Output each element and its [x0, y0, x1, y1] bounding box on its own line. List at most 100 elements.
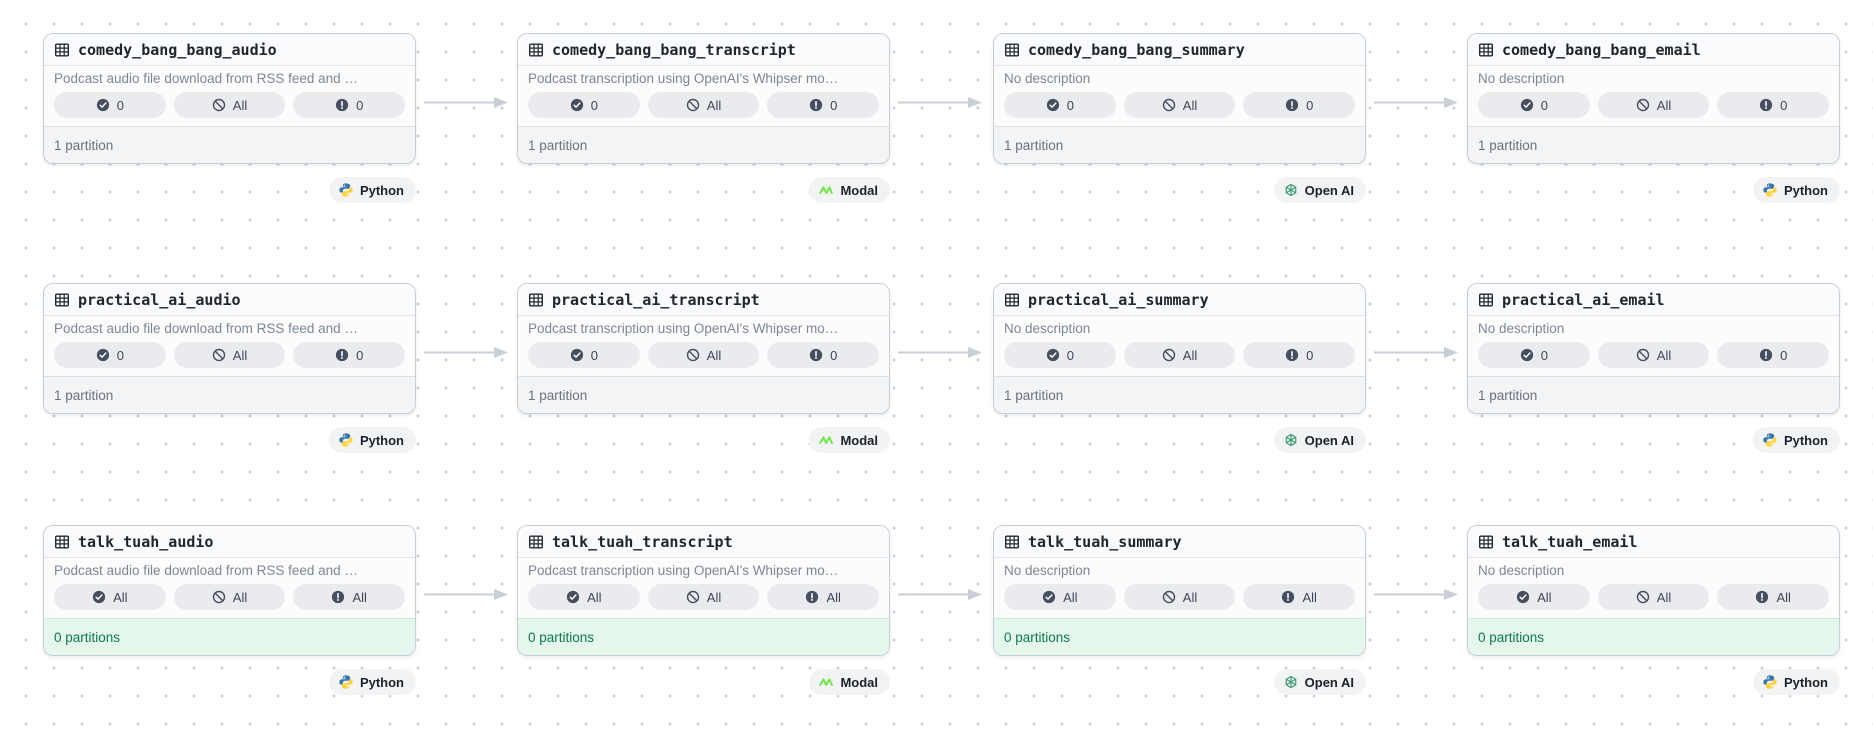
asset-description: No description: [1478, 71, 1565, 86]
asset-description: Podcast audio file download from RSS fee…: [54, 563, 358, 578]
missing-count-pill[interactable]: All: [1123, 584, 1236, 610]
materialized-count-pill[interactable]: All: [54, 584, 166, 610]
python-icon: [339, 183, 353, 197]
check-circle-icon: [1045, 348, 1060, 362]
asset-card[interactable]: talk_tuah_email No description All All A…: [1467, 525, 1840, 656]
asset-card[interactable]: comedy_bang_bang_transcript Podcast tran…: [517, 33, 890, 164]
asset-description: Podcast transcription using OpenAI's Whi…: [528, 71, 839, 86]
asset-card[interactable]: comedy_bang_bang_summary No description …: [993, 33, 1366, 164]
asset-title: practical_ai_transcript: [552, 290, 760, 309]
missing-count-pill[interactable]: All: [173, 584, 286, 610]
check-circle-icon: [92, 590, 106, 604]
kind-tag-python[interactable]: Python: [1752, 427, 1840, 453]
kind-tag-python[interactable]: Python: [328, 177, 416, 203]
pill-value: 0: [1306, 97, 1314, 113]
asset-card[interactable]: practical_ai_email No description 0 All …: [1467, 283, 1840, 414]
table-icon: [1004, 534, 1020, 550]
kind-tag-python[interactable]: Python: [328, 427, 416, 453]
materialized-count-pill[interactable]: All: [1478, 584, 1590, 610]
failed-count-pill[interactable]: All: [1717, 584, 1830, 610]
slash-circle-icon: [686, 98, 699, 112]
asset-card[interactable]: comedy_bang_bang_audio Podcast audio fil…: [43, 33, 416, 164]
materialized-count-pill[interactable]: 0: [1004, 342, 1116, 368]
failed-count-pill[interactable]: 0: [767, 92, 880, 118]
missing-count-pill[interactable]: All: [647, 342, 760, 368]
materialized-count-pill[interactable]: 0: [1478, 342, 1590, 368]
asset-card[interactable]: talk_tuah_summary No description All All…: [993, 525, 1366, 656]
asset-card[interactable]: practical_ai_summary No description 0 Al…: [993, 283, 1366, 414]
kind-tag-openai[interactable]: Open AI: [1273, 669, 1366, 695]
asset-card[interactable]: practical_ai_audio Podcast audio file do…: [43, 283, 416, 414]
kind-tag-python[interactable]: Python: [1752, 177, 1840, 203]
pill-value: 0: [1066, 347, 1074, 363]
failed-count-pill[interactable]: 0: [1717, 92, 1830, 118]
materialized-count-pill[interactable]: 0: [54, 342, 166, 368]
check-circle-icon: [569, 348, 584, 362]
missing-count-pill[interactable]: All: [173, 92, 286, 118]
python-icon: [1763, 675, 1777, 689]
partition-footer: 1 partition: [44, 126, 415, 163]
pill-value: All: [826, 589, 841, 605]
check-circle-icon: [95, 348, 110, 362]
kind-tag-python[interactable]: Python: [328, 669, 416, 695]
failed-count-pill[interactable]: All: [293, 584, 406, 610]
missing-count-pill[interactable]: All: [1597, 92, 1710, 118]
check-circle-icon: [1516, 590, 1530, 604]
edge-arrow: [898, 96, 983, 109]
kind-tag-openai[interactable]: Open AI: [1273, 427, 1366, 453]
kind-tag-python[interactable]: Python: [1752, 669, 1840, 695]
failed-count-pill[interactable]: 0: [1243, 342, 1356, 368]
materialized-count-pill[interactable]: All: [1004, 584, 1116, 610]
asset-node: comedy_bang_bang_email No description 0 …: [1467, 33, 1840, 203]
asset-title: comedy_bang_bang_transcript: [552, 40, 796, 59]
partition-footer: 0 partitions: [1468, 618, 1839, 655]
asset-description: No description: [1004, 71, 1091, 86]
missing-count-pill[interactable]: All: [1123, 342, 1236, 368]
pill-value: All: [1656, 589, 1672, 605]
missing-count-pill[interactable]: All: [1597, 584, 1710, 610]
materialized-count-pill[interactable]: 0: [1004, 92, 1116, 118]
materialized-count-pill[interactable]: 0: [54, 92, 166, 118]
failed-count-pill[interactable]: 0: [1717, 342, 1830, 368]
failed-count-pill[interactable]: 0: [1243, 92, 1356, 118]
pill-value: 0: [590, 347, 598, 363]
asset-node: practical_ai_summary No description 0 Al…: [993, 283, 1366, 453]
kind-tag-modal[interactable]: Modal: [809, 427, 890, 453]
materialized-count-pill[interactable]: 0: [528, 342, 640, 368]
missing-count-pill[interactable]: All: [173, 342, 286, 368]
asset-card[interactable]: comedy_bang_bang_email No description 0 …: [1467, 33, 1840, 164]
asset-card[interactable]: talk_tuah_audio Podcast audio file downl…: [43, 525, 416, 656]
missing-count-pill[interactable]: All: [1123, 92, 1236, 118]
failed-count-pill[interactable]: 0: [767, 342, 880, 368]
asset-header: practical_ai_audio: [44, 284, 415, 316]
alert-circle-icon: [1759, 98, 1773, 112]
asset-card[interactable]: practical_ai_transcript Podcast transcri…: [517, 283, 890, 414]
openai-icon: [1285, 433, 1296, 447]
missing-count-pill[interactable]: All: [1597, 342, 1710, 368]
kind-tag-modal[interactable]: Modal: [809, 669, 890, 695]
kind-tag-label: Python: [1783, 432, 1828, 448]
alert-circle-icon: [1755, 590, 1770, 604]
pill-value: All: [113, 589, 128, 605]
slash-circle-icon: [1636, 590, 1649, 604]
missing-count-pill[interactable]: All: [647, 584, 760, 610]
pill-value: All: [1656, 347, 1672, 363]
failed-count-pill[interactable]: 0: [293, 342, 406, 368]
failed-count-pill[interactable]: 0: [293, 92, 406, 118]
slash-circle-icon: [1162, 348, 1175, 362]
kind-tag-openai[interactable]: Open AI: [1273, 177, 1366, 203]
check-circle-icon: [1042, 590, 1056, 604]
asset-card[interactable]: talk_tuah_transcript Podcast transcripti…: [517, 525, 890, 656]
materialized-count-pill[interactable]: 0: [528, 92, 640, 118]
materialized-count-pill[interactable]: 0: [1478, 92, 1590, 118]
kind-tag-modal[interactable]: Modal: [809, 177, 890, 203]
missing-count-pill[interactable]: All: [647, 92, 760, 118]
pill-value: All: [232, 589, 248, 605]
materialized-count-pill[interactable]: All: [528, 584, 640, 610]
asset-node: comedy_bang_bang_summary No description …: [993, 33, 1366, 203]
failed-count-pill[interactable]: All: [767, 584, 880, 610]
asset-header: practical_ai_transcript: [518, 284, 889, 316]
failed-count-pill[interactable]: All: [1243, 584, 1356, 610]
kind-tag-label: Modal: [840, 674, 878, 690]
